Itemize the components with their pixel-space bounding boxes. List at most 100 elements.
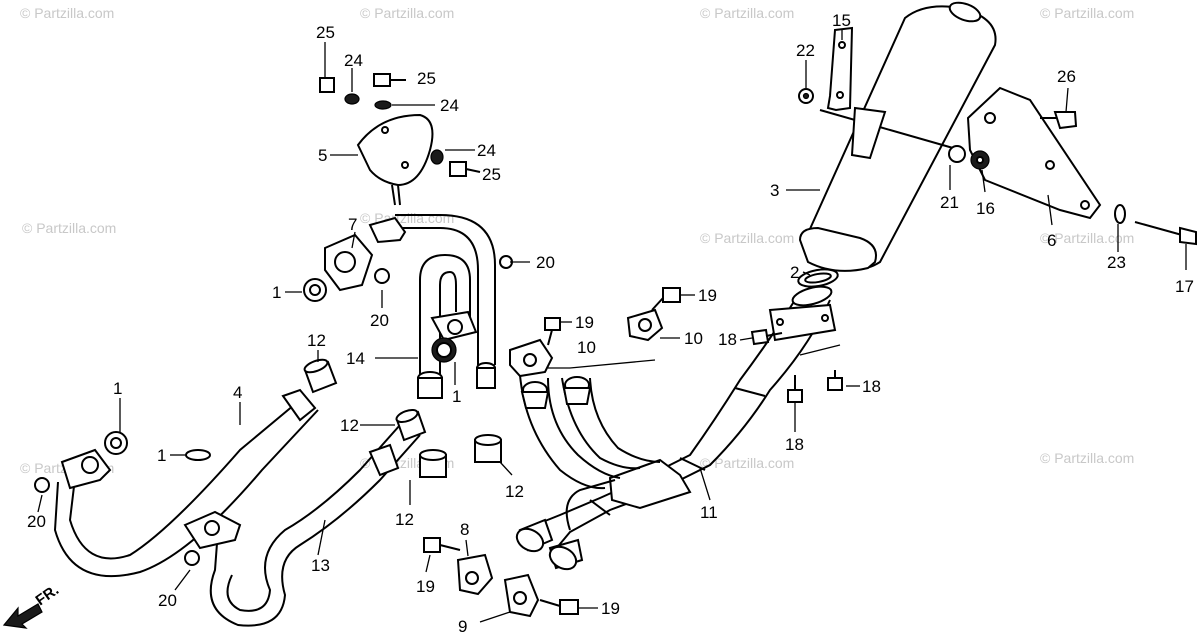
front-direction-arrow [2, 603, 43, 629]
nut-20-d[interactable] [184, 550, 200, 566]
callout-22: 22 [796, 41, 815, 60]
nut-20-c[interactable] [34, 477, 50, 493]
callout-19: 19 [698, 286, 717, 305]
callout-25: 25 [482, 165, 501, 184]
callout-1: 1 [157, 446, 166, 465]
nut-20-a[interactable] [374, 268, 390, 284]
callout-19: 19 [601, 599, 620, 618]
washer-24-c[interactable] [430, 149, 444, 165]
callout-1: 1 [113, 379, 122, 398]
nut-22[interactable] [798, 88, 814, 104]
callout-7: 7 [348, 215, 357, 234]
bolt-18-c[interactable] [787, 375, 803, 403]
callout-12: 12 [340, 416, 359, 435]
callout-12: 12 [395, 510, 414, 529]
exhaust-pipe-11[interactable] [513, 283, 837, 574]
bolt-19-b[interactable] [651, 287, 681, 311]
callout-10: 10 [577, 338, 596, 357]
sleeve-12-b[interactable] [395, 408, 427, 442]
callout-1: 1 [452, 387, 461, 406]
watermark: © Partzilla.com [1040, 5, 1135, 21]
collar-21[interactable] [948, 145, 966, 163]
callout-12: 12 [505, 482, 524, 501]
muffler-band-15[interactable] [826, 26, 854, 112]
callout-24: 24 [344, 51, 363, 70]
sleeve-12-c[interactable] [419, 449, 447, 478]
callout-20: 20 [536, 253, 555, 272]
watermark: © Partzilla.com [700, 5, 795, 21]
callout-9: 9 [458, 617, 467, 636]
bolt-18-b[interactable] [827, 370, 843, 391]
bolt-17[interactable] [1134, 221, 1197, 246]
clamp-10-b[interactable] [626, 308, 664, 342]
callout-20: 20 [27, 512, 46, 531]
watermark: © Partzilla.com [700, 455, 795, 471]
washer-24-b[interactable] [374, 100, 392, 110]
callout-labels: 25 24 25 24 5 24 25 7 1 20 20 14 1 12 1 … [27, 11, 1194, 636]
sleeve-12-d[interactable] [474, 434, 502, 463]
callout-20: 20 [370, 311, 389, 330]
rubber-16[interactable] [970, 150, 990, 170]
callout-26: 26 [1057, 67, 1076, 86]
gasket-1-b[interactable] [431, 337, 457, 363]
callout-8: 8 [460, 520, 469, 539]
callout-3: 3 [770, 181, 779, 200]
washer-23[interactable] [1114, 204, 1126, 224]
watermark: © Partzilla.com [22, 220, 117, 236]
watermark: © Partzilla.com [1040, 450, 1135, 466]
bolt-25-a[interactable] [319, 77, 335, 93]
watermark: © Partzilla.com [1040, 230, 1135, 246]
exhaust-pipe-4[interactable] [53, 388, 319, 578]
sleeve-12-a[interactable] [303, 357, 338, 394]
callout-5: 5 [318, 146, 327, 165]
callout-19: 19 [416, 577, 435, 596]
washer-24-a[interactable] [344, 93, 360, 105]
leader-lines [37, 30, 1187, 623]
gasket-1-a[interactable] [303, 278, 327, 302]
watermark: © Partzilla.com [360, 5, 455, 21]
bolt-19-c[interactable] [423, 537, 461, 553]
muffler-bracket[interactable] [850, 106, 887, 160]
callout-23: 23 [1107, 253, 1126, 272]
callout-6: 6 [1047, 231, 1056, 250]
callout-12: 12 [307, 331, 326, 350]
watermark: © Partzilla.com [20, 5, 115, 21]
callout-18: 18 [785, 435, 804, 454]
bolt-25-b[interactable] [373, 73, 406, 87]
gasket-1-d[interactable] [185, 449, 211, 461]
callout-4: 4 [233, 383, 242, 402]
bolt-19-d[interactable] [539, 599, 579, 615]
exhaust-pipe-13[interactable] [183, 424, 421, 627]
callout-10: 10 [684, 329, 703, 348]
callout-19: 19 [575, 313, 594, 332]
callout-24: 24 [440, 96, 459, 115]
bolt-25-c[interactable] [449, 161, 481, 177]
clamp-9[interactable] [503, 573, 540, 618]
callout-11: 11 [700, 503, 718, 522]
heat-shield-5[interactable] [356, 113, 434, 206]
exhaust-pipe-14[interactable] [324, 214, 496, 399]
bolt-18-a[interactable] [750, 328, 783, 346]
callout-18: 18 [718, 330, 737, 349]
clamp-10-a[interactable] [509, 338, 554, 378]
watermark: © Partzilla.com [700, 230, 795, 246]
callout-16: 16 [976, 199, 995, 218]
callout-20: 20 [158, 591, 177, 610]
callout-25: 25 [417, 69, 436, 88]
callout-24: 24 [477, 141, 496, 160]
callout-1: 1 [272, 283, 281, 302]
callout-13: 13 [311, 556, 330, 575]
muffler[interactable] [798, 0, 997, 272]
callout-17: 17 [1175, 277, 1194, 296]
callout-14: 14 [346, 349, 365, 368]
callout-15: 15 [832, 11, 851, 30]
callout-2: 2 [790, 263, 799, 282]
callout-25: 25 [316, 23, 335, 42]
gasket-1-c[interactable] [104, 431, 128, 455]
bolt-19-a[interactable] [544, 317, 561, 346]
callout-21: 21 [940, 193, 959, 212]
bolt-26[interactable] [1040, 111, 1078, 130]
clamp-8[interactable] [456, 553, 494, 596]
callout-18: 18 [862, 377, 881, 396]
